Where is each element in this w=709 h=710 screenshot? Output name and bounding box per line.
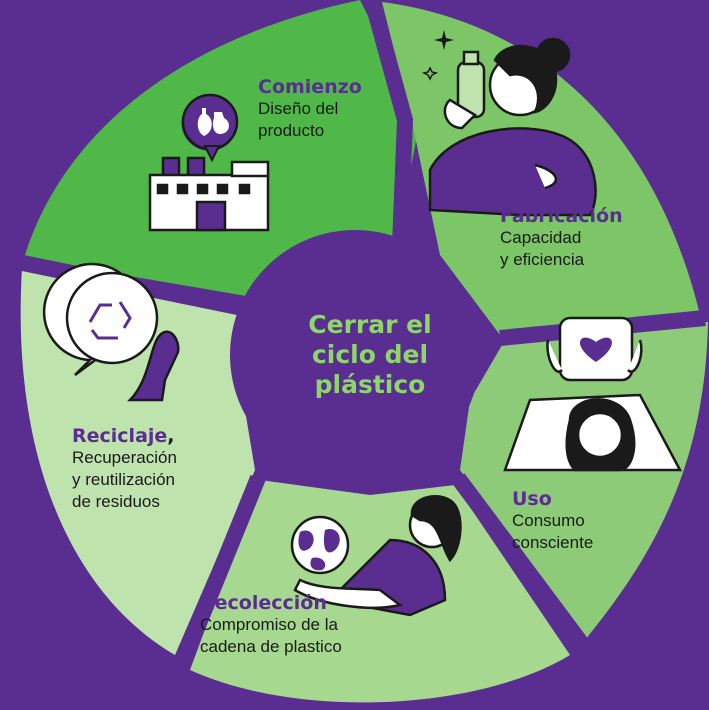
stage-title-reciclaje-suffix: , xyxy=(167,425,175,447)
stage-title-recoleccion: Recolección xyxy=(200,592,327,614)
stage-description-reciclaje: Recuperación y reutilización de residuos xyxy=(72,448,177,511)
sparkle-icon xyxy=(421,30,454,81)
stage-title-reciclaje-wrap: Reciclaje, xyxy=(72,425,177,447)
hand-icon xyxy=(126,330,180,402)
stage-label-fabricacion: Fabricación Capacidad y eficiencia xyxy=(500,205,623,271)
stage-title-comienzo: Comienzo xyxy=(258,76,362,98)
stage-description-recoleccion: Compromiso de la cadena de plastico xyxy=(200,615,342,656)
stage-label-comienzo: Comienzo Diseño del producto xyxy=(258,76,362,142)
bottle-pin-icon xyxy=(181,93,239,163)
woman-bottle-icon xyxy=(428,37,597,217)
stage-description-comienzo: Diseño del producto xyxy=(258,99,339,140)
center-title: Cerrar el ciclo del plástico xyxy=(308,310,432,399)
segment-reciclaje xyxy=(20,268,255,655)
woman-uso-icon xyxy=(565,398,636,472)
woman-earth-icon xyxy=(290,495,462,617)
stage-title-uso: Uso xyxy=(512,488,552,510)
stage-description-uso: Consumo consciente xyxy=(512,511,594,552)
segment-uso xyxy=(460,322,708,640)
stage-title-reciclaje: Reciclaje xyxy=(72,425,168,447)
segment-comienzo xyxy=(24,0,420,300)
stage-description-fabricacion: Capacidad y eficiencia xyxy=(500,228,585,269)
stage-label-recoleccion: Recolección Compromiso de la cadena de p… xyxy=(200,592,342,658)
stage-title-fabricacion: Fabricación xyxy=(500,205,623,227)
recycle-bubble-icon xyxy=(42,262,159,377)
center-circle xyxy=(230,230,480,480)
factory-icon xyxy=(148,156,270,232)
stage-label-uso: Uso Consumo consciente xyxy=(512,488,593,554)
stage-label-reciclaje: Reciclaje, Recuperación y reutilización … xyxy=(72,425,177,513)
